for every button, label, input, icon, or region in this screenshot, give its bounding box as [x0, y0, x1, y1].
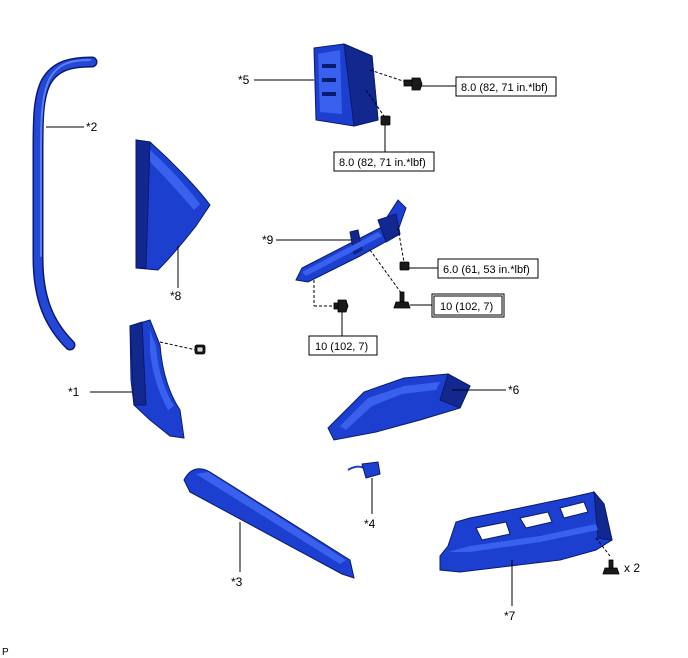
callout-9: *9 [262, 233, 274, 247]
part-5-bolt-a [403, 77, 423, 91]
torque-box-4 [433, 295, 503, 316]
part-2-garnish-rail [32, 56, 98, 351]
part-9-bolt-b [333, 299, 349, 313]
part-3-scuff-plate [183, 468, 355, 579]
callout-3: *3 [231, 575, 243, 589]
part-1-lower-pillar-trim [129, 319, 185, 439]
callout-2: *2 [86, 120, 98, 134]
torque-box-3 [437, 258, 539, 279]
part-5-ecu-unit [313, 43, 379, 127]
part-9-bracket [295, 199, 407, 283]
torque-box-2 [333, 151, 435, 172]
part-9-nut [399, 261, 410, 271]
torque-value-5: 10 (102, 7) [315, 341, 368, 353]
torque-box-1 [455, 76, 557, 97]
torque-value-1: 8.0 (82, 71 in.*lbf) [461, 82, 548, 94]
part-8-pillar-trim [135, 139, 211, 271]
callout-6: *6 [508, 383, 520, 397]
part-9-bolt-a [393, 291, 411, 309]
torque-box-5 [308, 335, 378, 356]
part-7-floor-panel [439, 490, 613, 573]
part-7-screw [602, 559, 620, 575]
callout-4: *4 [364, 517, 376, 531]
part-4-connector [347, 461, 381, 479]
callout-7: *7 [504, 609, 516, 623]
torque-value-3: 6.0 (61, 53 in.*lbf) [443, 264, 530, 276]
part-6-wedge-trim [327, 373, 471, 441]
quantity-note: x 2 [624, 561, 640, 575]
corner-mark: P [2, 647, 9, 658]
torque-value-4: 10 (102, 7) [440, 301, 493, 313]
part-1-clip [194, 344, 206, 355]
callout-5: *5 [238, 73, 250, 87]
callout-1: *1 [68, 385, 80, 399]
part-5-nut-b [380, 115, 391, 126]
callout-8: *8 [170, 289, 182, 303]
torque-value-2: 8.0 (82, 71 in.*lbf) [339, 157, 426, 169]
